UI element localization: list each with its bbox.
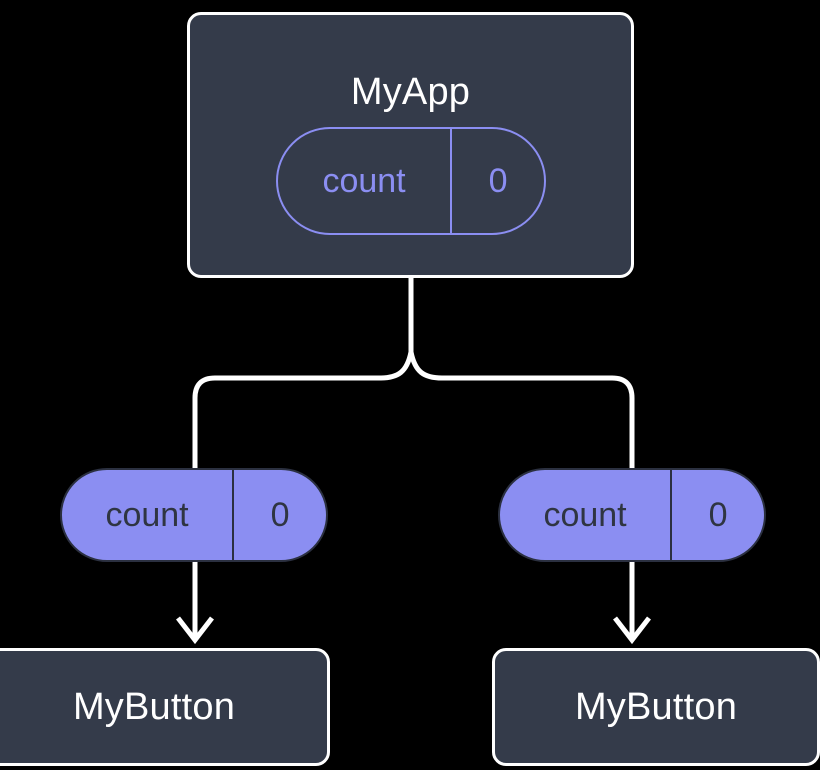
state-pill-value: 0: [450, 129, 544, 233]
prop-pill-key: count: [543, 496, 627, 534]
connector-branch-left: [192, 351, 414, 468]
prop-pill-value: 0: [670, 470, 764, 560]
prop-pill-value: 0: [232, 470, 326, 560]
state-pill-myapp-count[interactable]: count 0: [276, 127, 546, 235]
prop-pill-right-count[interactable]: count 0: [498, 468, 766, 562]
component-name-mybutton: MyButton: [72, 686, 236, 728]
connector-branch-right: [408, 351, 635, 468]
component-name-myapp: MyApp: [350, 71, 471, 113]
component-box-mybutton-right[interactable]: MyButton: [492, 648, 820, 766]
state-pill-key: count: [322, 162, 406, 200]
arrowhead-right: [613, 616, 651, 645]
component-name-mybutton: MyButton: [574, 686, 738, 728]
component-box-mybutton-left[interactable]: MyButton: [0, 648, 330, 766]
myapp-title-wrap: MyApp: [190, 73, 631, 111]
arrowhead-left: [176, 616, 214, 645]
prop-pill-key: count: [105, 496, 189, 534]
prop-pill-left-count[interactable]: count 0: [60, 468, 328, 562]
